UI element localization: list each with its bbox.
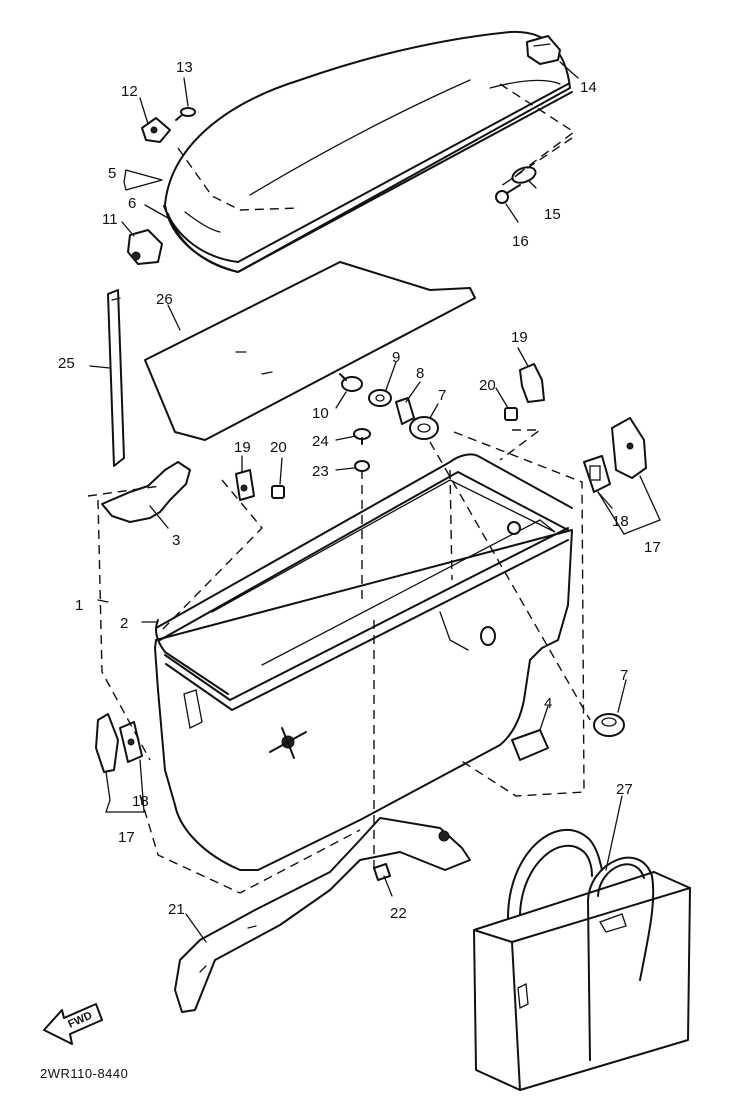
callout-18-right: 18 (612, 513, 629, 530)
part-21-rail (174, 817, 471, 1013)
callout-15: 15 (544, 206, 561, 223)
callout-27: 27 (616, 781, 633, 798)
part-13-screw (175, 107, 196, 121)
callout-24: 24 (312, 433, 329, 450)
part-10-bolt (339, 373, 363, 392)
part-7-grommet-lower (593, 713, 625, 737)
callout-14: 14 (580, 79, 597, 96)
callout-1: 1 (75, 597, 83, 614)
part-20-nut-left (271, 485, 285, 499)
lid (163, 30, 573, 273)
part-15-washer (511, 166, 537, 184)
callout-12: 12 (121, 83, 138, 100)
callout-20-left: 20 (270, 439, 287, 456)
part-16-screw (495, 184, 521, 204)
callout-20-right: 20 (479, 377, 496, 394)
callout-6: 6 (128, 195, 136, 212)
alignment-lines (87, 83, 591, 894)
callout-19-right: 19 (511, 329, 528, 346)
callout-3: 3 (172, 532, 180, 549)
part-7-grommet-upper (409, 416, 439, 440)
part-17-latch-left (95, 713, 119, 773)
part-19-bracket-right (519, 363, 545, 403)
callout-9: 9 (392, 349, 400, 366)
callout-22: 22 (390, 905, 407, 922)
callout-8: 8 (416, 365, 424, 382)
part-11-hinge (127, 229, 163, 265)
part-19-bracket-left (235, 469, 255, 501)
callout-21: 21 (168, 901, 185, 918)
callout-19-left: 19 (234, 439, 251, 456)
part-23-washer (354, 460, 370, 472)
part-27-bag (473, 828, 691, 1091)
callout-26: 26 (156, 291, 173, 308)
fwd-arrow: FWD (43, 1003, 103, 1045)
part-17-latch-right (611, 417, 647, 479)
callout-7-lower: 7 (620, 667, 628, 684)
callout-16: 16 (512, 233, 529, 250)
part-9-washer (368, 389, 392, 407)
part-4-pad (511, 729, 549, 761)
callout-23: 23 (312, 463, 329, 480)
callout-10: 10 (312, 405, 329, 422)
callout-13: 13 (176, 59, 193, 76)
callout-17-left: 17 (118, 829, 135, 846)
callout-18-left: 18 (132, 793, 149, 810)
part-25-strap (107, 289, 125, 467)
callout-7-upper: 7 (438, 387, 446, 404)
part-2-case-body (154, 453, 573, 871)
callout-17-right: 17 (644, 539, 661, 556)
part-24-screw (353, 428, 371, 445)
leader-lines (89, 61, 661, 943)
part-18-plate-left (119, 721, 143, 763)
callout-4: 4 (544, 695, 552, 712)
callout-11: 11 (102, 211, 118, 228)
part-20-nut-right (504, 407, 518, 421)
part-18-plate-right (583, 455, 611, 493)
part-22-block (373, 863, 391, 881)
part-14-clip (526, 35, 561, 65)
callout-5: 5 (108, 165, 116, 182)
callout-labels: 1 2 3 4 5 6 7 7 8 9 10 11 12 13 14 15 16… (58, 59, 661, 922)
part-3-gasket (101, 461, 191, 523)
diagram-code: 2WR110-8440 (40, 1066, 128, 1081)
callout-2: 2 (120, 615, 128, 632)
part-26-mat (144, 261, 476, 441)
part-8-collar (395, 397, 415, 425)
callout-25: 25 (58, 355, 75, 372)
part-12-bracket (141, 117, 171, 143)
